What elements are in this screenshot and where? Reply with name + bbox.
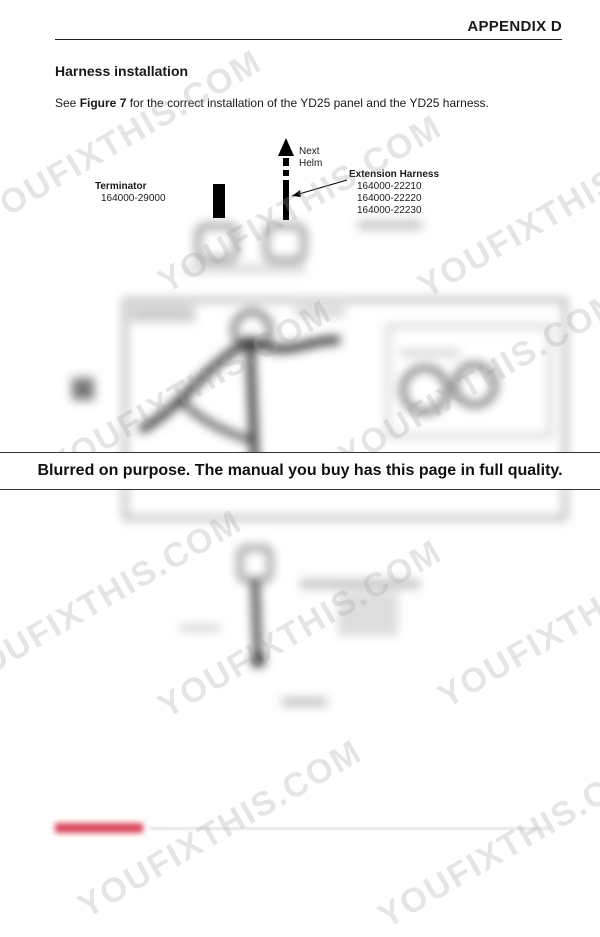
terminator-plug bbox=[213, 184, 225, 218]
next-helm-dash-2 bbox=[283, 170, 289, 176]
extension-part-3: 164000-22230 bbox=[357, 205, 422, 216]
panel-outline bbox=[123, 298, 567, 520]
intro-prefix: See bbox=[55, 96, 80, 110]
next-helm-label: Next Helm bbox=[299, 146, 322, 170]
next-helm-line-1: Next bbox=[299, 146, 320, 157]
figure-reference: Figure 7 bbox=[79, 96, 127, 110]
main-harness-down bbox=[246, 339, 259, 471]
left-connector-block bbox=[72, 378, 94, 400]
gauge-right bbox=[452, 362, 498, 408]
blur-notice-text: Blurred on purpose. The manual you buy h… bbox=[37, 462, 563, 479]
extension-leader-line bbox=[291, 179, 348, 197]
lower-parts-blur bbox=[338, 592, 398, 636]
next-helm-dash-1 bbox=[283, 158, 289, 166]
terminator-label: Terminator 164000-29000 bbox=[95, 181, 166, 205]
gauge-left bbox=[400, 365, 450, 415]
footer-rule bbox=[150, 828, 550, 829]
extension-harness-title: Extension Harness bbox=[349, 169, 440, 180]
inner-panel bbox=[387, 325, 551, 437]
section-title: Harness installation bbox=[55, 63, 189, 79]
footer-accent-bar bbox=[55, 823, 143, 833]
extension-part-2: 164000-22220 bbox=[357, 193, 422, 204]
next-helm-line-2: Helm bbox=[299, 158, 323, 169]
extension-harness-cable bbox=[283, 180, 289, 220]
panel-tab-label bbox=[130, 306, 195, 322]
extension-harness-label: Extension Harness 164000-22210 164000-22… bbox=[349, 169, 439, 217]
lower-label-blur bbox=[300, 580, 420, 588]
connector-caption-blur bbox=[185, 266, 305, 272]
terminator-title: Terminator bbox=[95, 181, 147, 192]
connector-left bbox=[196, 224, 238, 262]
next-helm-arrow-head bbox=[278, 138, 294, 156]
panel-tab-label-2 bbox=[295, 308, 345, 316]
connector-right bbox=[264, 224, 306, 262]
left-note-blur bbox=[180, 625, 220, 631]
harness-diagram-blurred bbox=[72, 221, 567, 706]
branch-left bbox=[177, 397, 251, 443]
lower-cable bbox=[251, 579, 262, 661]
figure-caption-blur bbox=[282, 698, 327, 706]
inner-text-blur bbox=[400, 350, 460, 356]
terminator-part: 164000-29000 bbox=[101, 193, 166, 204]
harness-diagram-top bbox=[213, 138, 348, 220]
page-header-title: APPENDIX D bbox=[467, 18, 562, 35]
header-rule bbox=[55, 39, 562, 40]
extension-part-1: 164000-22210 bbox=[357, 181, 422, 192]
extension-leader-arrow bbox=[292, 190, 301, 197]
blur-notice-banner: Blurred on purpose. The manual you buy h… bbox=[0, 452, 600, 490]
intro-suffix: for the correct installation of the YD25… bbox=[126, 96, 489, 110]
cable-end bbox=[251, 653, 265, 667]
main-harness-curve bbox=[138, 335, 341, 434]
lower-connector bbox=[238, 546, 272, 582]
extra-part-blur bbox=[358, 221, 422, 229]
intro-paragraph: See Figure 7 for the correct installatio… bbox=[55, 96, 575, 110]
